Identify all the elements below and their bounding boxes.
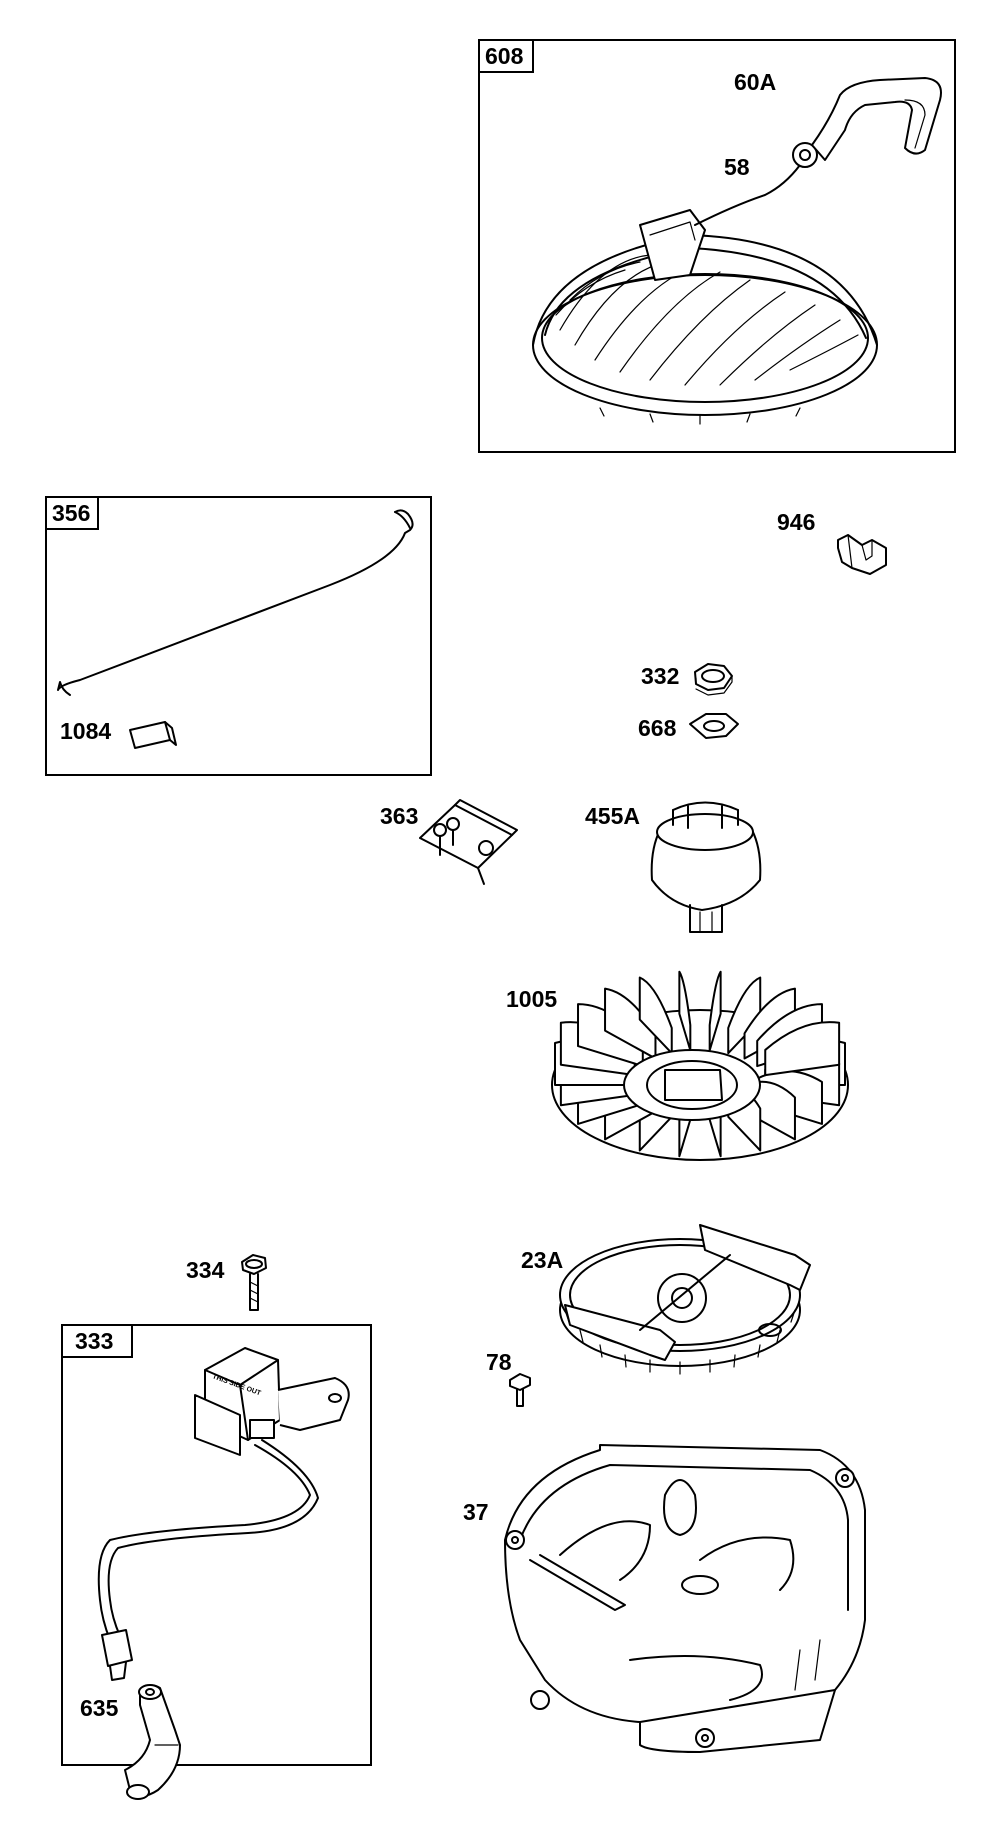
flywheel-23a-drawing <box>559 1224 811 1375</box>
spark-plug-boot-635-drawing <box>124 1684 181 1800</box>
fan-blade <box>727 976 762 1055</box>
part-label-332: 332 <box>641 663 679 689</box>
starter-cup-455a-drawing <box>650 801 762 933</box>
washer-668-drawing <box>689 713 739 739</box>
rewind-starter-drawing <box>532 209 878 425</box>
bracket-363-drawing <box>419 799 518 885</box>
part-label-23a: 23A <box>521 1247 563 1273</box>
box-356-label: 356 <box>52 500 90 526</box>
ignition-coil-drawing: THIS SIDE OUT <box>194 1347 350 1456</box>
part-label-334: 334 <box>186 1257 225 1283</box>
fan-blade <box>638 976 673 1055</box>
governor-link-drawing <box>57 509 414 696</box>
part-label-363: 363 <box>380 803 418 829</box>
part-label-1084: 1084 <box>60 718 111 744</box>
box-356-frame <box>45 496 432 776</box>
part-label-455a: 455A <box>585 803 640 829</box>
fan-blade <box>764 1021 841 1077</box>
box-608: 608 <box>478 39 956 453</box>
box-356: 356 <box>45 496 432 776</box>
nut-332-drawing <box>694 663 733 696</box>
box-333-tab <box>61 1324 133 1358</box>
starter-rope-drawing <box>694 164 801 226</box>
fan-blade <box>678 970 692 1052</box>
box-608-frame <box>478 39 956 453</box>
part-label-1005: 1005 <box>506 986 557 1012</box>
spark-plug-terminal-drawing <box>101 1629 133 1667</box>
box-333: 333 <box>61 1324 372 1766</box>
part-946-drawing <box>837 534 887 575</box>
part-label-60a: 60A <box>734 69 776 95</box>
link-spring-drawing <box>129 721 177 749</box>
box-333-label: 333 <box>75 1328 113 1354</box>
blower-housing-37-drawing <box>504 1444 866 1753</box>
screw-78-drawing <box>509 1373 531 1407</box>
part-label-635: 635 <box>80 1695 119 1721</box>
starter-handle-drawing <box>792 77 942 168</box>
box-608-tab <box>478 39 534 73</box>
part-label-946: 946 <box>777 509 815 535</box>
spark-plug-wire-drawing <box>97 1444 311 1641</box>
fan-blade <box>708 970 722 1052</box>
part-label-668: 668 <box>638 715 677 741</box>
part-label-37: 37 <box>463 1499 489 1525</box>
part-label-58: 58 <box>724 154 750 180</box>
screw-334-drawing <box>241 1254 267 1311</box>
box-333-frame <box>61 1324 372 1766</box>
fan-1005-drawing <box>551 970 849 1161</box>
part-label-78: 78 <box>486 1349 512 1375</box>
box-608-label: 608 <box>485 43 524 69</box>
box-356-tab <box>45 496 99 530</box>
